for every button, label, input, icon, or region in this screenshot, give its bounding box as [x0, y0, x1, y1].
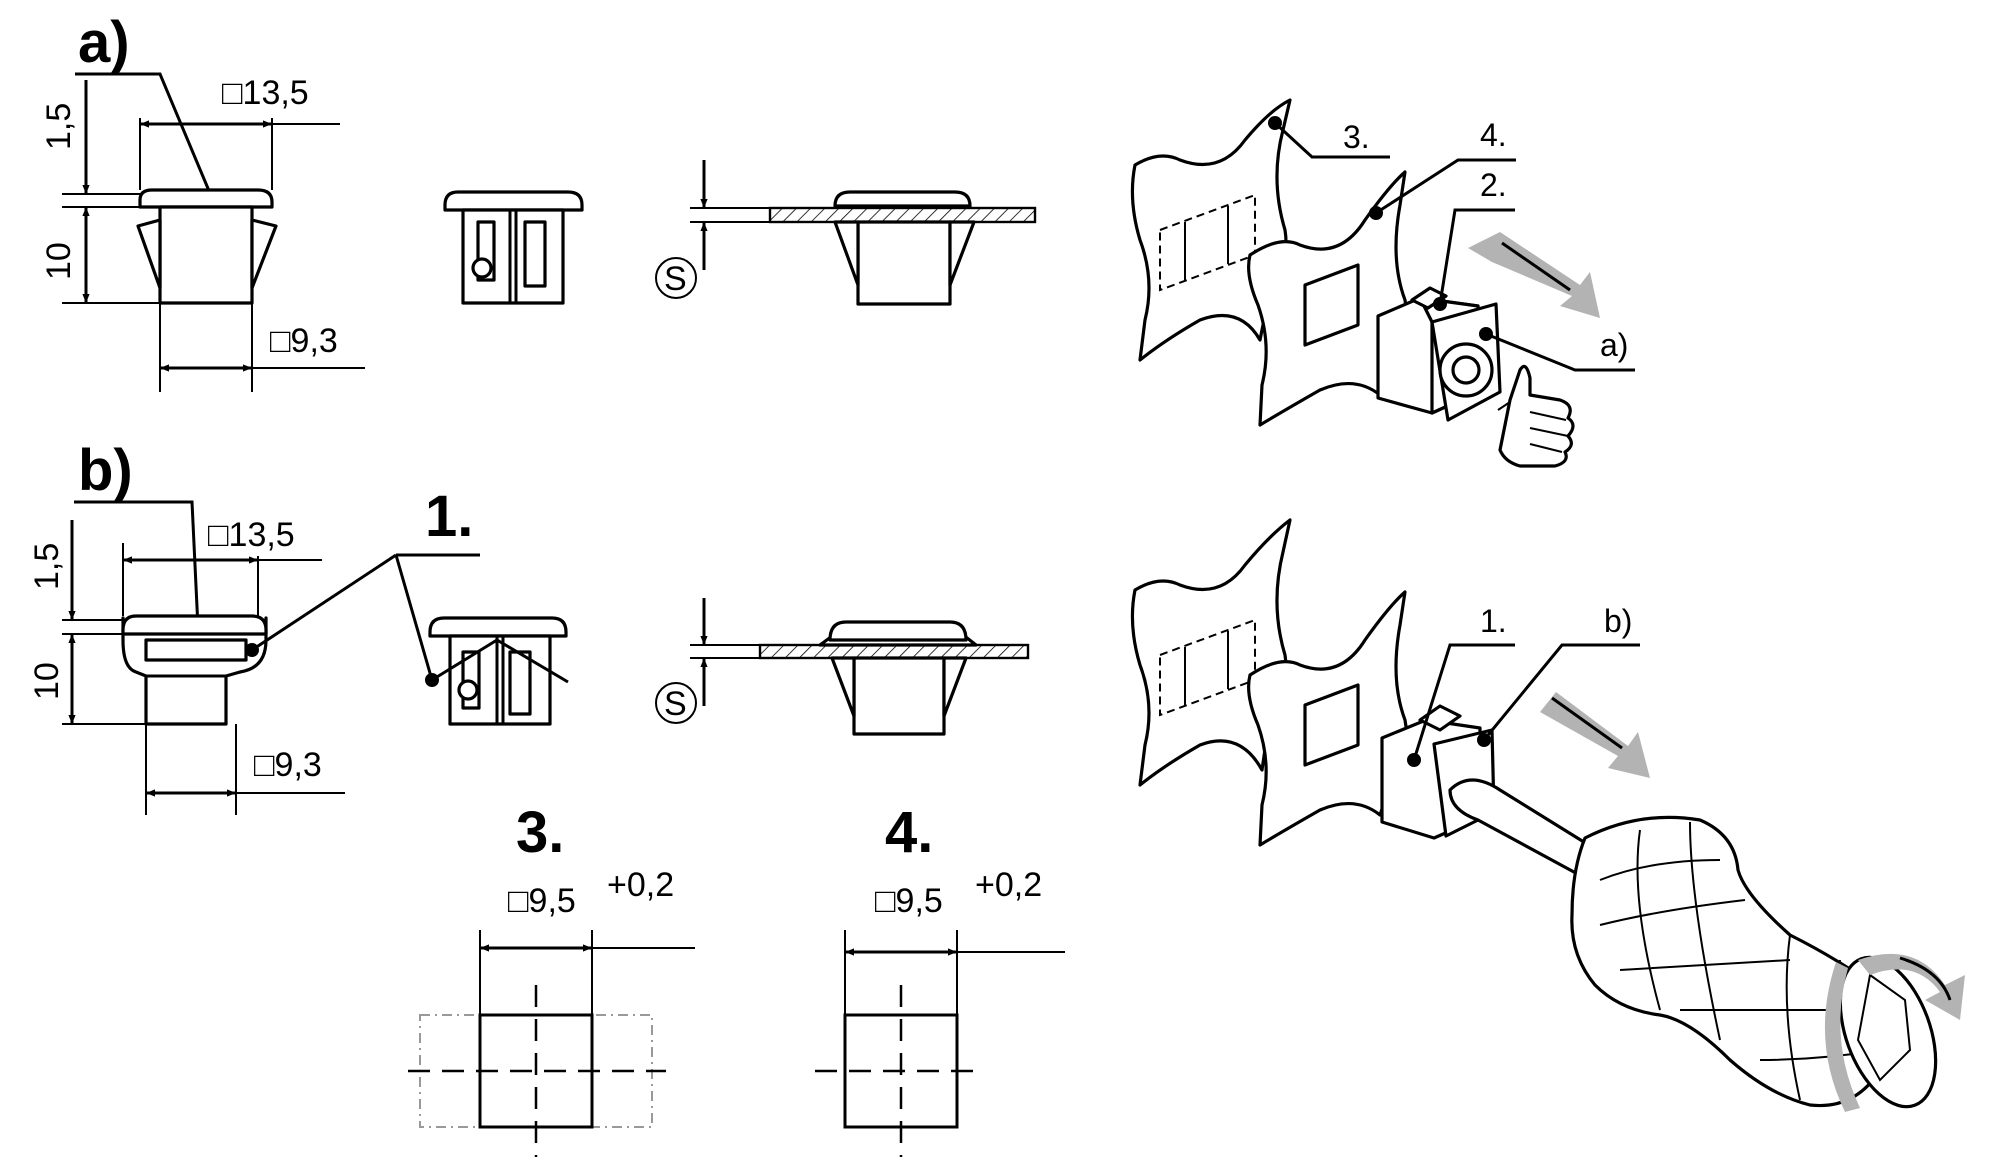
dim-hole-4: □9,5 [875, 882, 943, 920]
hole-3: 3. □9,5 +0,2 [408, 800, 695, 1157]
s-symbol-a [655, 257, 697, 299]
leader-one-front [394, 554, 434, 681]
label-one: 1. [425, 484, 473, 549]
dim-cap-a: 1,5 [40, 103, 78, 150]
panel-a [768, 206, 1037, 224]
tol-hole-3: +0,2 [607, 866, 674, 904]
label-s-b: S [664, 685, 687, 723]
label-s-a: S [664, 260, 687, 298]
label-three: 3. [516, 800, 564, 865]
dim-height-a: 10 [40, 242, 78, 280]
callout-one-b: 1. [394, 484, 480, 687]
spring-wire-b [431, 638, 569, 684]
leader-b [74, 500, 200, 629]
cap-a [138, 188, 274, 209]
assembly-remove: 1. b) [1130, 518, 1965, 1112]
dim-height-b: 10 [28, 662, 66, 700]
callout-four: 4. [1480, 117, 1507, 153]
rotate-arrow [1858, 953, 1965, 1020]
view-a-front [443, 190, 584, 305]
callout-one: 1. [1480, 603, 1507, 639]
leader-a [75, 72, 214, 199]
callout-three: 3. [1343, 119, 1370, 155]
body-b-mounted [852, 656, 946, 736]
view-b-front [428, 616, 569, 726]
assembly-install: 3. 4. 2. a) [1130, 98, 1635, 468]
dim-head-b: □13,5 [208, 516, 295, 554]
panel-b [758, 643, 1030, 660]
remove-arrow [1540, 692, 1650, 778]
callout-a: a) [1600, 327, 1628, 363]
tol-hole-4: +0,2 [975, 866, 1042, 904]
view-a-side: a) 1,5 10 □13,5 □9,3 [40, 10, 365, 392]
view-a-mounted: S [655, 160, 1037, 306]
label-four: 4. [885, 800, 933, 865]
slot-a [523, 220, 547, 288]
screwdriver-icon [1448, 778, 1938, 1109]
dim-body-a: □9,3 [270, 322, 338, 360]
dim-cap-b: 1,5 [28, 543, 66, 590]
s-symbol-b [655, 682, 697, 724]
callout-b: b) [1604, 603, 1632, 639]
body-a [158, 205, 254, 305]
dim-hole-3: □9,5 [508, 882, 576, 920]
cap-b-mounted [828, 620, 968, 642]
label-a: a) [78, 10, 130, 75]
label-b: b) [78, 438, 133, 503]
thumbs-up-icon [1497, 364, 1575, 468]
clip-right-a [250, 218, 278, 290]
cap-a-mounted [833, 190, 972, 208]
dim-body-b: □9,3 [254, 746, 322, 784]
body-a-mounted [856, 220, 952, 306]
hole-4: 4. □9,5 +0,2 [815, 800, 1065, 1157]
leader-one-side [251, 553, 397, 652]
cap-a-front [443, 190, 584, 212]
dim-head-a: □13,5 [222, 74, 309, 112]
cap-b [121, 614, 268, 636]
callout-two: 2. [1480, 167, 1507, 203]
view-b-side: b) 1,5 10 □13,5 □9,3 [28, 438, 397, 815]
clip-left-a [136, 218, 162, 290]
cap-b-front [428, 616, 568, 638]
inner-slot-b [144, 638, 248, 662]
insert-arrow [1468, 232, 1600, 318]
view-b-mounted: S [655, 598, 1030, 736]
